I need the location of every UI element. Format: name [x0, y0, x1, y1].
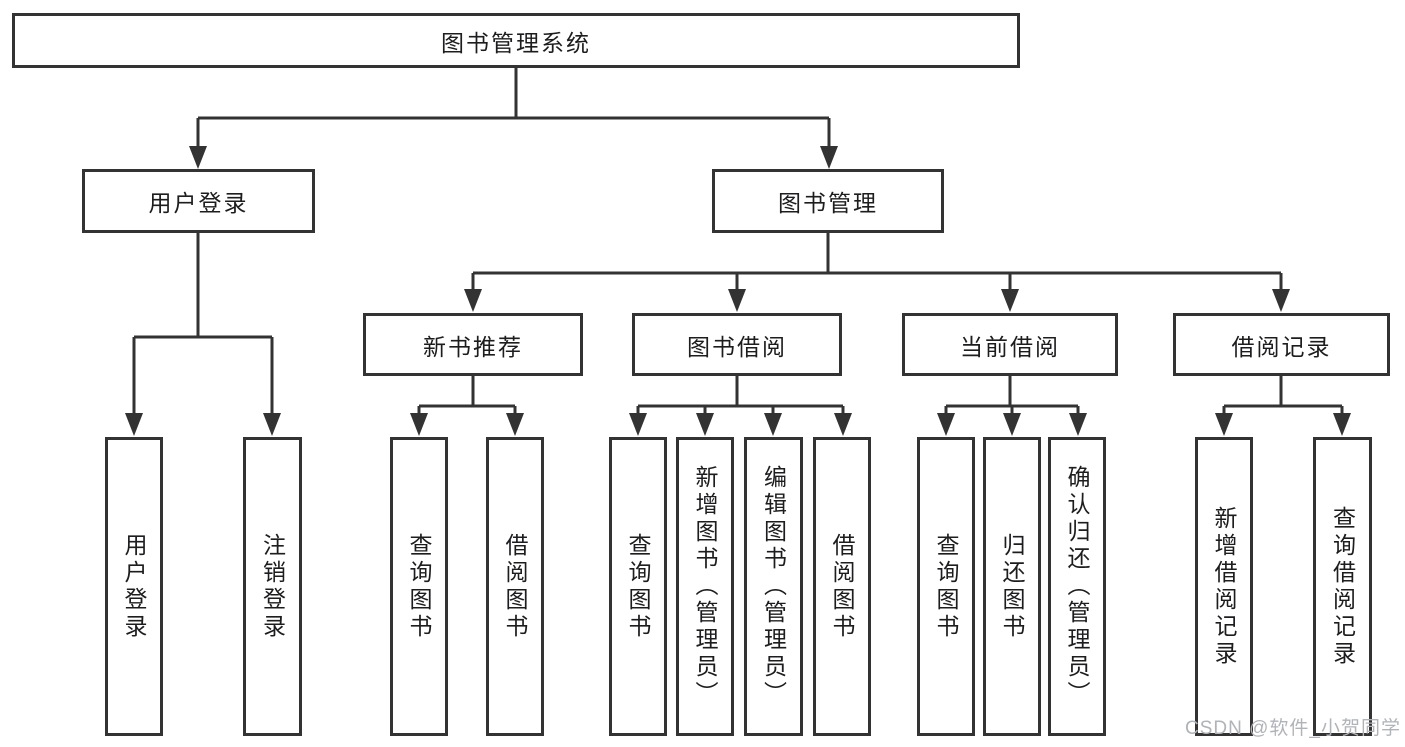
node-current-borrowing: 当前借阅 — [902, 313, 1118, 376]
leaf-user-login: 用户登录 — [105, 437, 163, 736]
leaf-current-query-books: 查询图书 — [917, 437, 975, 736]
leaf-newrec-borrow-books: 借阅图书 — [486, 437, 544, 736]
node-user-login: 用户登录 — [82, 169, 315, 233]
leaf-borrowing-add-books-admin: 新增图书（管理员） — [676, 437, 734, 736]
leaf-newrec-query-books: 查询图书 — [390, 437, 448, 736]
leaf-current-return-books: 归还图书 — [983, 437, 1041, 736]
node-new-book-recommendation: 新书推荐 — [363, 313, 583, 376]
node-library-management-system: 图书管理系统 — [12, 13, 1020, 68]
leaf-records-add-record: 新增借阅记录 — [1195, 437, 1253, 736]
node-book-borrowing: 图书借阅 — [632, 313, 842, 376]
node-borrowing-records: 借阅记录 — [1173, 313, 1390, 376]
leaf-current-confirm-return-admin: 确认归还（管理员） — [1048, 437, 1106, 736]
leaf-borrowing-edit-books-admin: 编辑图书（管理员） — [744, 437, 803, 736]
leaf-records-query-record: 查询借阅记录 — [1313, 437, 1372, 736]
leaf-borrowing-query-books: 查询图书 — [609, 437, 667, 736]
leaf-logout: 注销登录 — [243, 437, 302, 736]
leaf-borrowing-borrow-books: 借阅图书 — [813, 437, 871, 736]
node-book-management: 图书管理 — [712, 169, 944, 233]
csdn-watermark: CSDN @软件_小贺同学 — [1185, 718, 1401, 739]
